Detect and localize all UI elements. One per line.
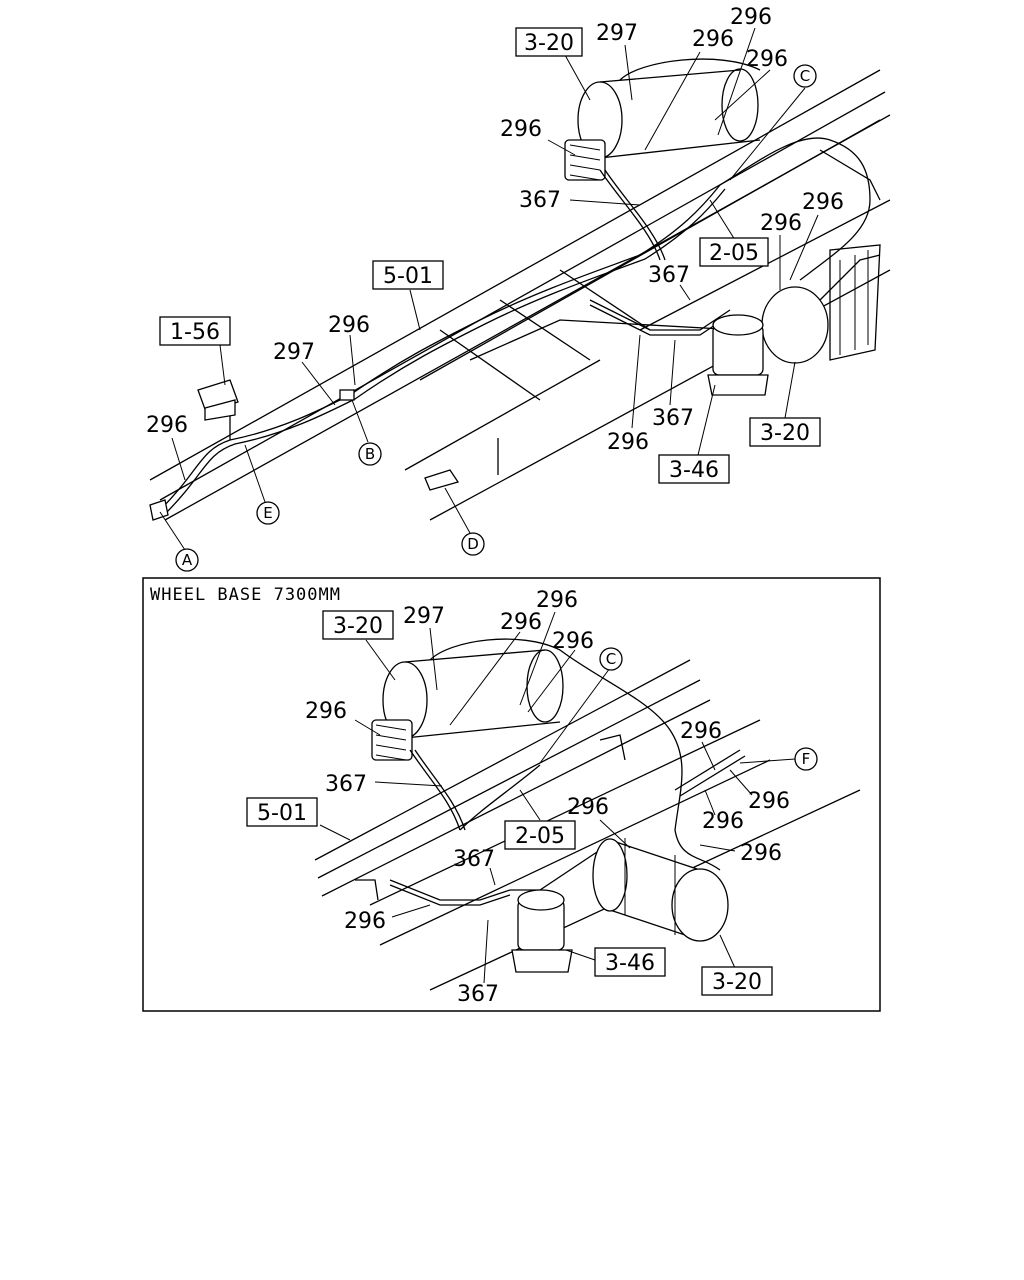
inset-marker-c: C [606,650,616,668]
inset-label-296: 296 [567,795,609,820]
top-box-2-05: 2-05 [709,241,759,266]
top-circle-markers: C B E A D [175,64,817,572]
inset-label-297: 297 [403,604,445,629]
inset-box-3-20-upper: 3-20 [333,614,383,639]
inset-leaders [319,611,796,984]
top-box-3-20-upper: 3-20 [524,31,574,56]
top-callout-boxes: 3-20 2-05 5-01 1-56 3-46 3-20 [159,27,821,484]
top-leaders [159,27,819,551]
top-label-296: 296 [146,413,188,438]
inset-label-367: 367 [453,847,495,872]
top-label-296: 296 [802,190,844,215]
top-marker-a: A [182,551,193,569]
inset-label-296: 296 [702,809,744,834]
top-label-297: 297 [596,21,638,46]
inset-box-5-01: 5-01 [257,801,307,826]
inset-label-296: 296 [344,909,386,934]
top-marker-e: E [263,504,272,522]
inset-marker-f: F [802,750,811,768]
inset-label-296: 296 [680,719,722,744]
top-air-tank-right [761,244,881,364]
inset-title: WHEEL BASE 7300MM [150,585,341,605]
top-label-296: 296 [746,47,788,72]
inset-label-296: 296 [536,588,578,613]
top-clip-b [339,389,355,401]
top-label-296: 296 [328,313,370,338]
inset-label-296: 296 [740,841,782,866]
inset-label-296: 296 [305,699,347,724]
inset-label-296: 296 [748,789,790,814]
top-label-367: 367 [519,188,561,213]
top-air-tank-upper [577,58,761,159]
inset-valve-block [371,719,413,761]
top-label-367: 367 [652,406,694,431]
top-valve-block [564,139,606,181]
inset-label-296: 296 [500,610,542,635]
inset-callout-boxes: 3-20 5-01 2-05 3-46 3-20 [246,610,773,996]
inset-box-2-05: 2-05 [515,824,565,849]
inset-number-labels: 297 296 296 296 296 367 296 296 296 296 … [305,588,790,1007]
top-number-labels: 297 296 296 296 296 367 296 296 367 296 … [146,5,844,455]
top-marker-c: C [800,67,810,85]
top-box-3-20-lower: 3-20 [760,421,810,446]
inset-label-367: 367 [457,982,499,1007]
top-clip-d [424,469,460,491]
bottom-inset: WHEEL BASE 7300MM [142,577,881,1012]
top-label-296: 296 [760,211,802,236]
inset-box-3-46: 3-46 [605,951,655,976]
top-label-297: 297 [273,340,315,365]
top-box-3-46: 3-46 [669,458,719,483]
top-label-296: 296 [607,430,649,455]
top-diagram: 3-20 2-05 5-01 1-56 3-46 3-20 297 296 29… [146,5,891,572]
top-box-1-56: 1-56 [170,320,220,345]
top-label-296: 296 [692,27,734,52]
top-bracket [197,379,239,421]
inset-label-296: 296 [552,629,594,654]
inset-box-3-20-lower: 3-20 [712,970,762,995]
top-label-296: 296 [730,5,772,30]
top-box-5-01: 5-01 [383,264,433,289]
top-clip-a [149,499,169,521]
inset-brake-chamber [511,889,573,973]
inset-air-tank-lower [592,838,729,942]
inset-label-367: 367 [325,772,367,797]
inset-circle-markers: C F [599,647,818,771]
top-brake-chamber [707,314,769,396]
inset-air-tank-upper [382,638,564,739]
top-pipe-bundle [159,137,871,515]
top-label-367: 367 [648,263,690,288]
top-label-296: 296 [500,117,542,142]
top-marker-b: B [365,445,375,463]
top-marker-d: D [467,535,479,553]
